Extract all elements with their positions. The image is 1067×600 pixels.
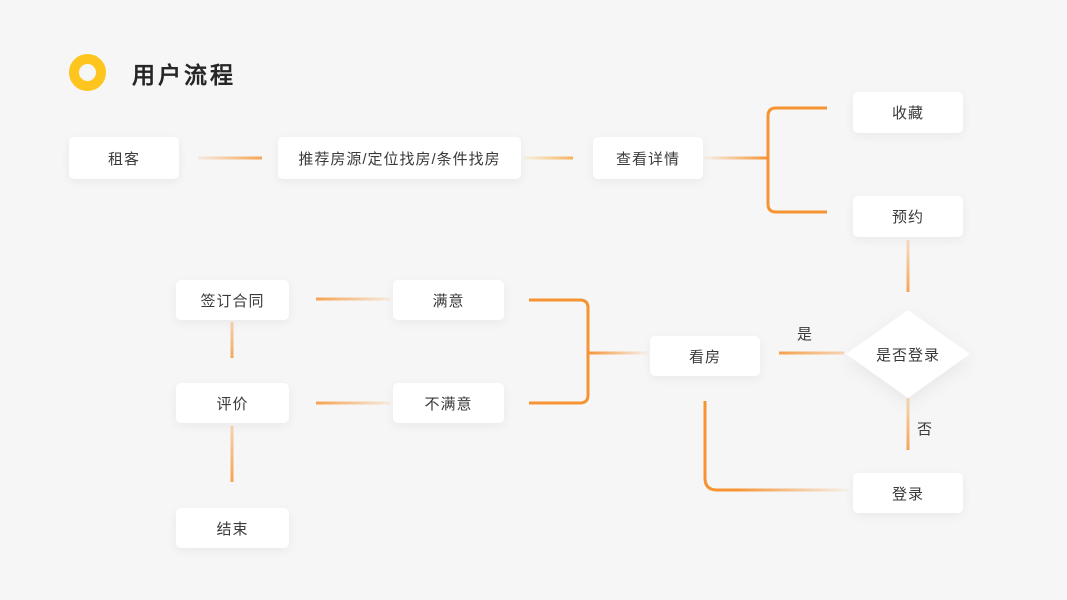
node-label: 签订合同 <box>200 292 265 310</box>
yellow-ring-icon <box>69 54 106 91</box>
node-end: 结束 <box>176 508 289 548</box>
edge-branch-unsatisfied <box>529 353 590 405</box>
node-label: 结束 <box>216 520 249 538</box>
decision-diamond: 是否登录 <box>846 310 970 398</box>
node-label: 租客 <box>107 150 140 168</box>
node-view-house: 看房 <box>650 336 760 376</box>
node-label: 不满意 <box>424 395 473 413</box>
node-label: 评价 <box>216 395 249 413</box>
node-unsatisfied: 不满意 <box>393 383 504 423</box>
node-view-detail: 查看详情 <box>593 137 703 179</box>
node-favorite: 收藏 <box>853 92 963 133</box>
node-label: 登录 <box>891 485 924 503</box>
node-login-check: 是否登录 <box>846 310 970 398</box>
edge-label-yes: 是 <box>797 326 813 343</box>
node-tenant: 租客 <box>69 137 179 179</box>
diagram-header: 用户流程 <box>69 54 236 91</box>
node-reserve: 预约 <box>853 196 963 237</box>
node-search: 推荐房源/定位找房/条件找房 <box>278 137 521 179</box>
edge-branch-satisfied <box>529 298 590 353</box>
page-title: 用户流程 <box>132 61 236 88</box>
node-label: 看房 <box>688 348 721 366</box>
node-login: 登录 <box>853 473 963 513</box>
node-sign-contract: 签订合同 <box>176 280 289 320</box>
node-label: 是否登录 <box>875 346 940 364</box>
node-label: 推荐房源/定位找房/条件找房 <box>298 150 501 168</box>
edge-login-viewhouse <box>703 401 849 492</box>
node-satisfied: 满意 <box>393 280 504 320</box>
node-label: 查看详情 <box>615 150 680 168</box>
node-label: 满意 <box>432 292 465 310</box>
edge-branch-favorite <box>766 106 827 158</box>
node-label: 收藏 <box>891 105 924 122</box>
node-label: 预约 <box>891 209 924 226</box>
edge-branch-reserve <box>766 158 827 214</box>
node-evaluate: 评价 <box>176 383 289 423</box>
edge-label-no: 否 <box>917 421 933 438</box>
